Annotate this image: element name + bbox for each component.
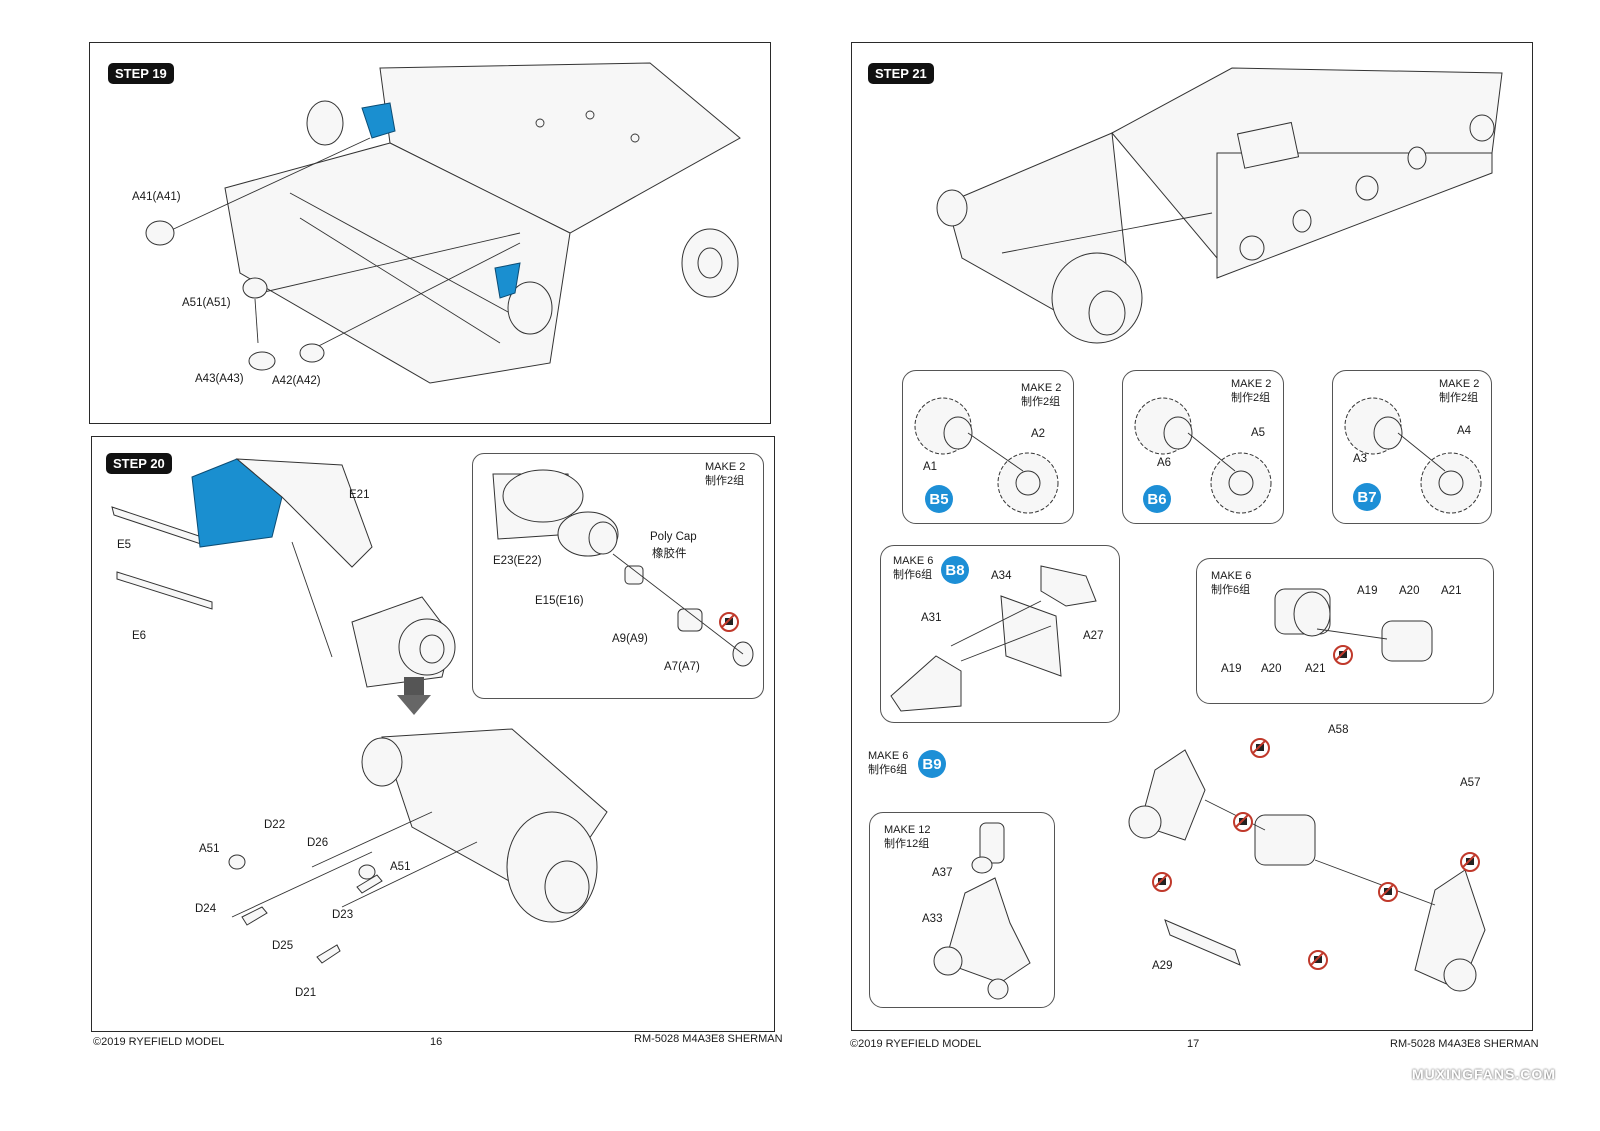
sprocket-b5: MAKE 2 制作2组 A1 A2 B5	[902, 370, 1074, 524]
b9-label-a57: A57	[1460, 777, 1481, 789]
b7-diagram	[1344, 397, 1482, 514]
label-e21: E21	[349, 489, 370, 501]
step20-panel: STEP 20	[91, 436, 775, 1032]
b6-label-a6: A6	[1157, 457, 1172, 469]
step20-make: MAKE 2 制作2组	[705, 461, 746, 487]
label-e15: E15(E16)	[535, 595, 584, 607]
b5-diagram	[914, 397, 1059, 514]
step19-badge: STEP 19	[108, 63, 174, 84]
step19-panel: STEP 19 A	[89, 42, 771, 424]
b7-label-a4: A4	[1457, 425, 1472, 437]
rocker-make: MAKE 6 制作6组	[1211, 570, 1252, 596]
no-glue-icon	[1378, 882, 1398, 902]
b9-diagram	[1128, 749, 1486, 992]
b8-badge: B8	[941, 556, 969, 584]
left-footer-product: RM-5028 M4A3E8 SHERMAN	[634, 1033, 783, 1045]
step21-badge: STEP 21	[868, 63, 934, 84]
label-d23: D23	[332, 909, 354, 921]
b5-label-a2: A2	[1031, 428, 1046, 440]
b7-label-a3: A3	[1353, 453, 1368, 465]
arm-make: MAKE 12 制作12组	[884, 824, 931, 850]
b5-label-a1: A1	[923, 461, 938, 473]
bogie-b8: MAKE 6 制作6组 B8 A34 A31 A27	[880, 545, 1120, 723]
rocker-label-a19-top: A19	[1357, 585, 1378, 597]
step19-diagram	[145, 62, 741, 384]
label-d26: D26	[307, 837, 329, 849]
b9-make: MAKE 6 制作6组	[868, 750, 909, 776]
right-footer-product: RM-5028 M4A3E8 SHERMAN	[1390, 1038, 1539, 1050]
watermark: MUXINGFANS.COM	[1412, 1066, 1556, 1082]
b6-diagram	[1134, 397, 1272, 514]
no-glue-icon	[1333, 645, 1353, 665]
label-d21: D21	[295, 987, 317, 999]
sprocket-b6: MAKE 2 制作2组 A6 A5 B6	[1122, 370, 1284, 524]
label-e23: E23(E22)	[493, 555, 542, 567]
label-d22: D22	[264, 819, 286, 831]
no-glue-icon	[1308, 950, 1328, 970]
arm-inset: MAKE 12 制作12组 A37 A33	[869, 812, 1055, 1008]
label-poly-cap-cn: 橡胶件	[652, 548, 687, 560]
arm-label-a33: A33	[922, 913, 943, 925]
b8-diagram	[890, 565, 1097, 712]
b9-label-a29: A29	[1152, 960, 1173, 972]
rocker-label-a21-bottom: A21	[1305, 663, 1326, 675]
b9-badge: B9	[918, 750, 946, 778]
right-footer-page: 17	[1187, 1038, 1200, 1050]
label-a51: A51(A51)	[182, 297, 231, 309]
b8-label-a27: A27	[1083, 630, 1104, 642]
rocker-label-a19-bottom: A19	[1221, 663, 1242, 675]
label-a42: A42(A42)	[272, 375, 321, 387]
label-poly-cap: Poly Cap	[650, 531, 697, 543]
b8-make: MAKE 6 制作6组	[893, 555, 934, 581]
label-d25: D25	[272, 940, 294, 952]
label-e5: E5	[117, 539, 132, 551]
label-d24: D24	[195, 903, 217, 915]
right-page: STEP 21 MAKE 2 制作2组	[800, 0, 1600, 1131]
arm-diagram	[933, 822, 1031, 1000]
left-footer-copyright: ©2019 RYEFIELD MODEL	[93, 1036, 225, 1048]
b8-label-a34: A34	[991, 570, 1012, 582]
b5-make: MAKE 2 制作2组	[1021, 382, 1062, 408]
b6-label-a5: A5	[1251, 427, 1266, 439]
no-glue-icon	[1460, 852, 1480, 872]
left-page: STEP 19 A	[0, 0, 800, 1131]
step20-diagram	[111, 458, 608, 964]
label-a41: A41(A41)	[132, 191, 181, 203]
no-glue-icon	[1152, 872, 1172, 892]
label-a51-left: A51	[199, 843, 220, 855]
b8-label-a31: A31	[921, 612, 942, 624]
rocker-label-a20-bottom: A20	[1261, 663, 1282, 675]
step20-inset: MAKE 2 制作2组	[472, 453, 764, 699]
b6-badge: B6	[1143, 485, 1171, 513]
label-a9: A9(A9)	[612, 633, 648, 645]
rocker-diagram	[1274, 588, 1433, 662]
arm-label-a37: A37	[932, 867, 953, 879]
rocker-label-a21-top: A21	[1441, 585, 1462, 597]
left-footer-page: 16	[430, 1036, 443, 1048]
label-a7: A7(A7)	[664, 661, 700, 673]
label-e6: E6	[132, 630, 147, 642]
step21-diagram	[936, 67, 1503, 344]
sprocket-b7: MAKE 2 制作2组 A3 A4 B7	[1332, 370, 1492, 524]
b7-make: MAKE 2 制作2组	[1439, 378, 1480, 404]
label-a51-right: A51	[390, 861, 411, 873]
b9-label-a58: A58	[1328, 724, 1349, 736]
no-glue-icon	[719, 612, 739, 632]
step21-panel: STEP 21	[851, 42, 1533, 354]
step20-inset-diagram	[492, 469, 754, 667]
rocker-label-a20-top: A20	[1399, 585, 1420, 597]
b5-badge: B5	[925, 485, 953, 513]
step20-badge: STEP 20	[106, 453, 172, 474]
label-a43: A43(A43)	[195, 373, 244, 385]
b6-make: MAKE 2 制作2组	[1231, 378, 1272, 404]
no-glue-icon	[1233, 812, 1253, 832]
rocker-inset: MAKE 6 制作6组 A19 A20 A21 A19 A20 A21	[1196, 558, 1494, 704]
b7-badge: B7	[1353, 483, 1381, 511]
no-glue-icon	[1250, 738, 1270, 758]
right-footer-copyright: ©2019 RYEFIELD MODEL	[850, 1038, 982, 1050]
